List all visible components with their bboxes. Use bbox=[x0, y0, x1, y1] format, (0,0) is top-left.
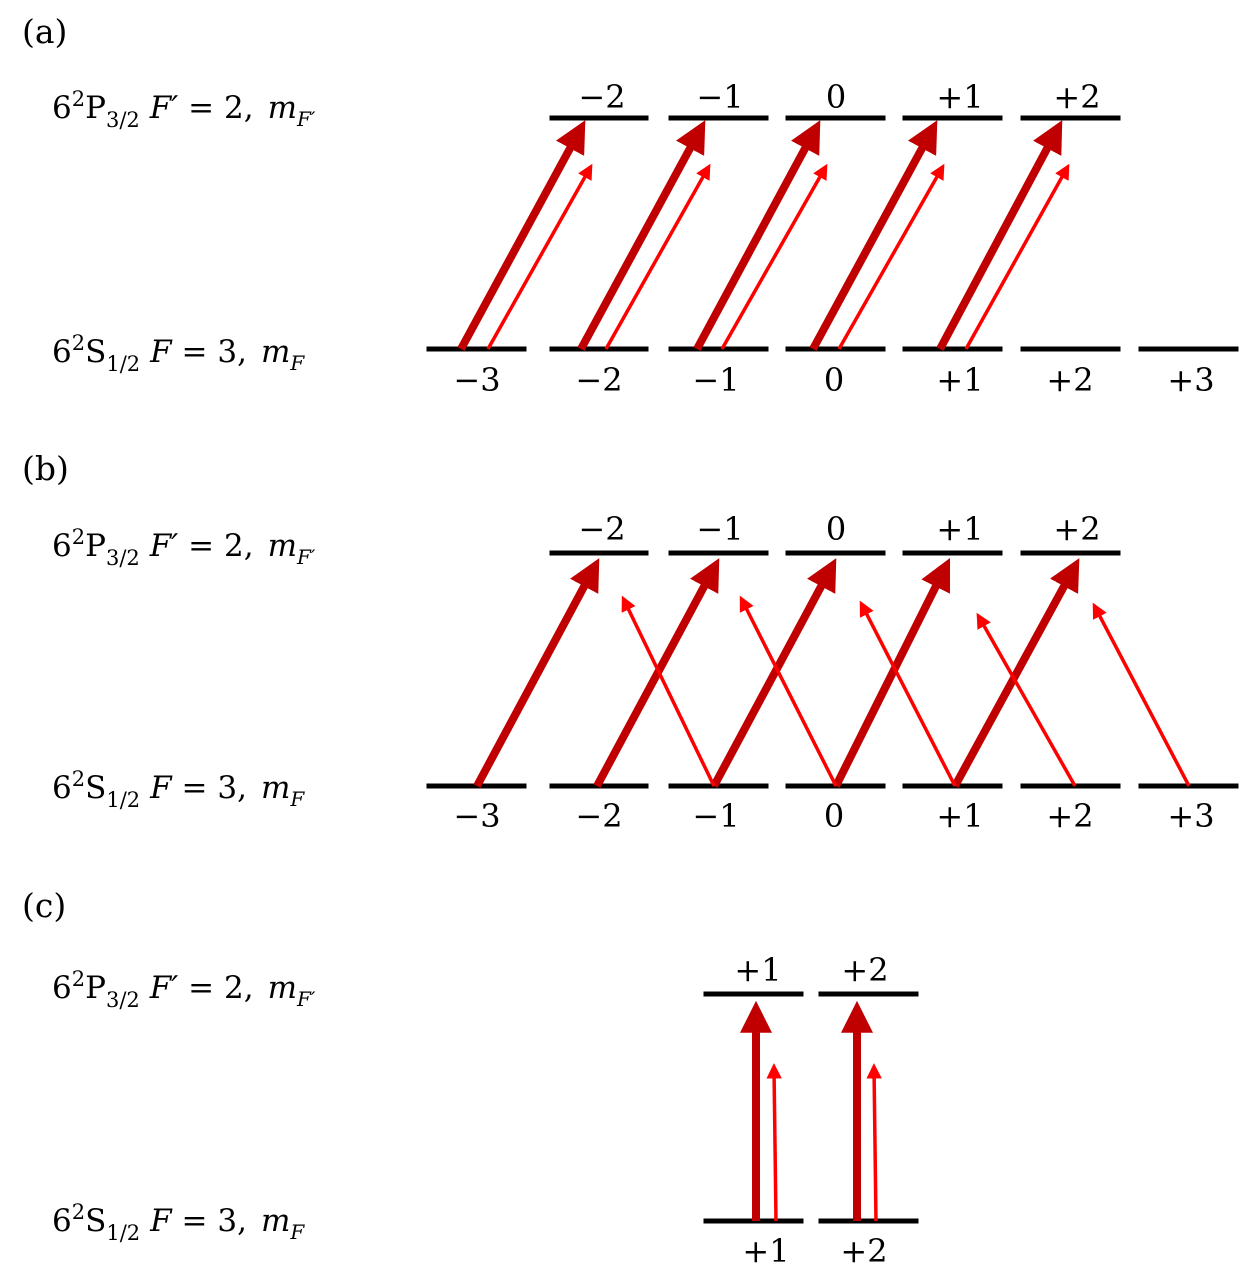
panel-b-lower-m-label: +1 bbox=[936, 797, 983, 835]
panel-b-upper-m-label: −2 bbox=[578, 510, 625, 548]
panel-b-lower-m-label: 0 bbox=[824, 797, 844, 835]
panel-b-strong-transition-arrow bbox=[832, 557, 951, 788]
panel-a-weak-transition-arrow bbox=[486, 163, 593, 350]
panel-a-weak-transition-arrow bbox=[604, 163, 711, 350]
panel-c-lower-m-label: +2 bbox=[840, 1232, 887, 1270]
panel-b-upper-m-label: 0 bbox=[826, 510, 846, 548]
panel-a-weak-transition-arrow bbox=[720, 163, 828, 350]
panel-b-lower-m-label: −1 bbox=[692, 797, 739, 835]
panel-b-lower-m-label: −2 bbox=[575, 797, 622, 835]
panel-a-weak-transition-arrow bbox=[964, 163, 1070, 350]
panel-b-lower-m-label: −3 bbox=[453, 797, 500, 835]
panel-a-upper-m-label: +2 bbox=[1053, 78, 1100, 116]
panel-a-lower-m-label: −2 bbox=[575, 361, 622, 399]
panel-a-lower-m-label: −1 bbox=[692, 361, 739, 399]
panel-c-weak-transition-arrow bbox=[866, 1063, 882, 1222]
panel-b-weak-transition-arrow bbox=[859, 600, 957, 787]
panel-a-strong-transition-arrow bbox=[457, 120, 586, 351]
panel-b-strong-transition-arrow bbox=[593, 558, 720, 788]
panel-a-upper-m-label: −2 bbox=[578, 78, 625, 116]
panel-a-lower-m-label: −3 bbox=[453, 361, 500, 399]
panel-b-weak-transition-arrow bbox=[1092, 602, 1191, 787]
panel-a-lower-m-label: +3 bbox=[1167, 361, 1214, 399]
panel-b-strong-transition-arrow bbox=[473, 558, 600, 788]
panel-c-weak-transition-arrow bbox=[766, 1063, 782, 1222]
panel-a-strong-transition-arrow bbox=[809, 120, 938, 351]
panel-b-weak-transition-arrow bbox=[621, 595, 716, 787]
panel-c-upper-m-label: +2 bbox=[841, 951, 888, 989]
panel-b-upper-m-label: +1 bbox=[936, 510, 983, 548]
panel-a-upper-m-label: +1 bbox=[936, 78, 983, 116]
panel-b-lower-m-label: +2 bbox=[1046, 797, 1093, 835]
panel-c-lower-m-label: +1 bbox=[742, 1232, 789, 1270]
panel-b-weak-transition-arrow bbox=[739, 595, 838, 787]
panel-b-upper-m-label: +2 bbox=[1053, 510, 1100, 548]
panel-b-label: (b) bbox=[22, 449, 69, 488]
panel-c-upper-m-label: +1 bbox=[734, 951, 781, 989]
panel-a-label: (a) bbox=[22, 12, 67, 51]
panel-c-label: (c) bbox=[22, 886, 66, 925]
panel-a-weak-transition-arrow bbox=[837, 163, 945, 350]
panel-b-weak-transition-arrow bbox=[976, 612, 1077, 787]
panel-a-strong-transition-arrow bbox=[936, 120, 1063, 351]
panel-b-strong-transition-arrow bbox=[710, 558, 837, 788]
panel-a-lower-m-label: +2 bbox=[1046, 361, 1093, 399]
panel-a-upper-m-label: −1 bbox=[696, 78, 743, 116]
panel-a-lower-m-label: 0 bbox=[824, 361, 844, 399]
panel-a-strong-transition-arrow bbox=[577, 120, 706, 351]
panel-b-upper-m-label: −1 bbox=[696, 510, 743, 548]
panel-a-strong-transition-arrow bbox=[693, 120, 821, 351]
panel-a-upper-m-label: 0 bbox=[826, 78, 846, 116]
panel-a-lower-m-label: +1 bbox=[936, 361, 983, 399]
panel-b-lower-m-label: +3 bbox=[1167, 797, 1214, 835]
